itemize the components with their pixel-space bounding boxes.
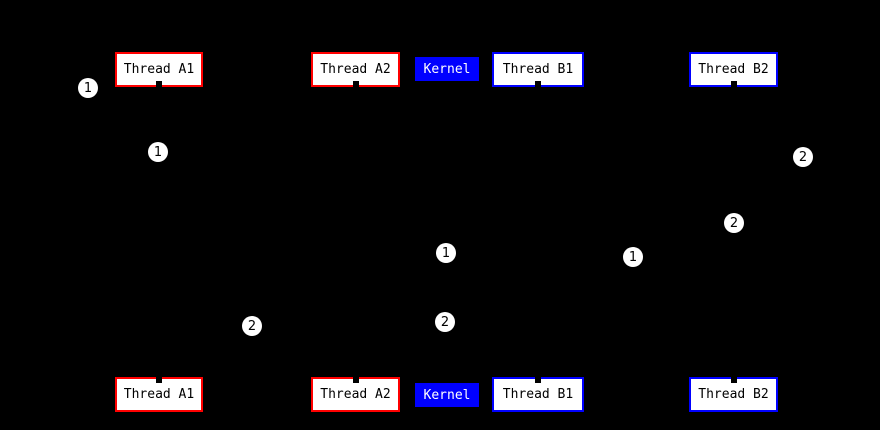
actor-box-bottom-kernel: Kernel — [415, 383, 479, 407]
actor-label-thread-a2: Thread A2 — [320, 387, 391, 402]
step-marker-1: 1 — [623, 247, 643, 267]
lifeline-notch-thread-b2 — [730, 377, 737, 383]
step-marker-2: 2 — [793, 147, 813, 167]
actor-label-thread-a1: Thread A1 — [123, 62, 195, 77]
actor-box-bottom-thread-b1: Thread B1 — [492, 377, 584, 412]
step-marker-label: 2 — [798, 149, 808, 165]
step-marker-1: 1 — [436, 243, 456, 263]
step-marker-label: 1 — [153, 144, 163, 160]
actor-label-thread-b2: Thread B2 — [698, 62, 769, 77]
step-marker-label: 2 — [729, 215, 739, 231]
actor-label-thread-b2: Thread B2 — [698, 387, 769, 402]
step-marker-label: 1 — [628, 249, 638, 265]
actor-box-top-thread-a1: Thread A1 — [115, 52, 203, 87]
actor-label-thread-a1: Thread A1 — [123, 387, 195, 402]
lifeline-notch-thread-b2 — [730, 81, 737, 87]
actor-label-thread-a2: Thread A2 — [320, 62, 391, 77]
actor-box-top-kernel: Kernel — [415, 57, 479, 81]
lifeline-notch-thread-a2 — [352, 377, 359, 383]
actor-box-top-thread-b2: Thread B2 — [689, 52, 778, 87]
step-marker-label: 2 — [247, 318, 257, 334]
actor-box-top-thread-b1: Thread B1 — [492, 52, 584, 87]
step-marker-2: 2 — [435, 312, 455, 332]
lifeline-notch-thread-a1 — [156, 81, 162, 87]
step-marker-label: 1 — [83, 80, 93, 96]
step-marker-1: 1 — [148, 142, 168, 162]
actor-label-thread-b1: Thread B1 — [502, 62, 574, 77]
step-marker-1: 1 — [78, 78, 98, 98]
actor-box-bottom-thread-b2: Thread B2 — [689, 377, 778, 412]
step-marker-label: 2 — [440, 314, 450, 330]
actor-box-bottom-thread-a2: Thread A2 — [311, 377, 400, 412]
lifeline-notch-thread-a1 — [156, 377, 162, 383]
lifeline-notch-thread-b1 — [535, 81, 541, 87]
actor-label-thread-b1: Thread B1 — [502, 387, 574, 402]
actor-label-kernel: Kernel — [423, 61, 471, 77]
step-marker-2: 2 — [724, 213, 744, 233]
lifeline-notch-thread-a2 — [352, 81, 359, 87]
step-marker-label: 1 — [441, 245, 451, 261]
step-marker-2: 2 — [242, 316, 262, 336]
actor-label-kernel: Kernel — [423, 387, 471, 403]
actor-box-top-thread-a2: Thread A2 — [311, 52, 400, 87]
lifeline-notch-thread-b1 — [535, 377, 541, 383]
actor-box-bottom-thread-a1: Thread A1 — [115, 377, 203, 412]
